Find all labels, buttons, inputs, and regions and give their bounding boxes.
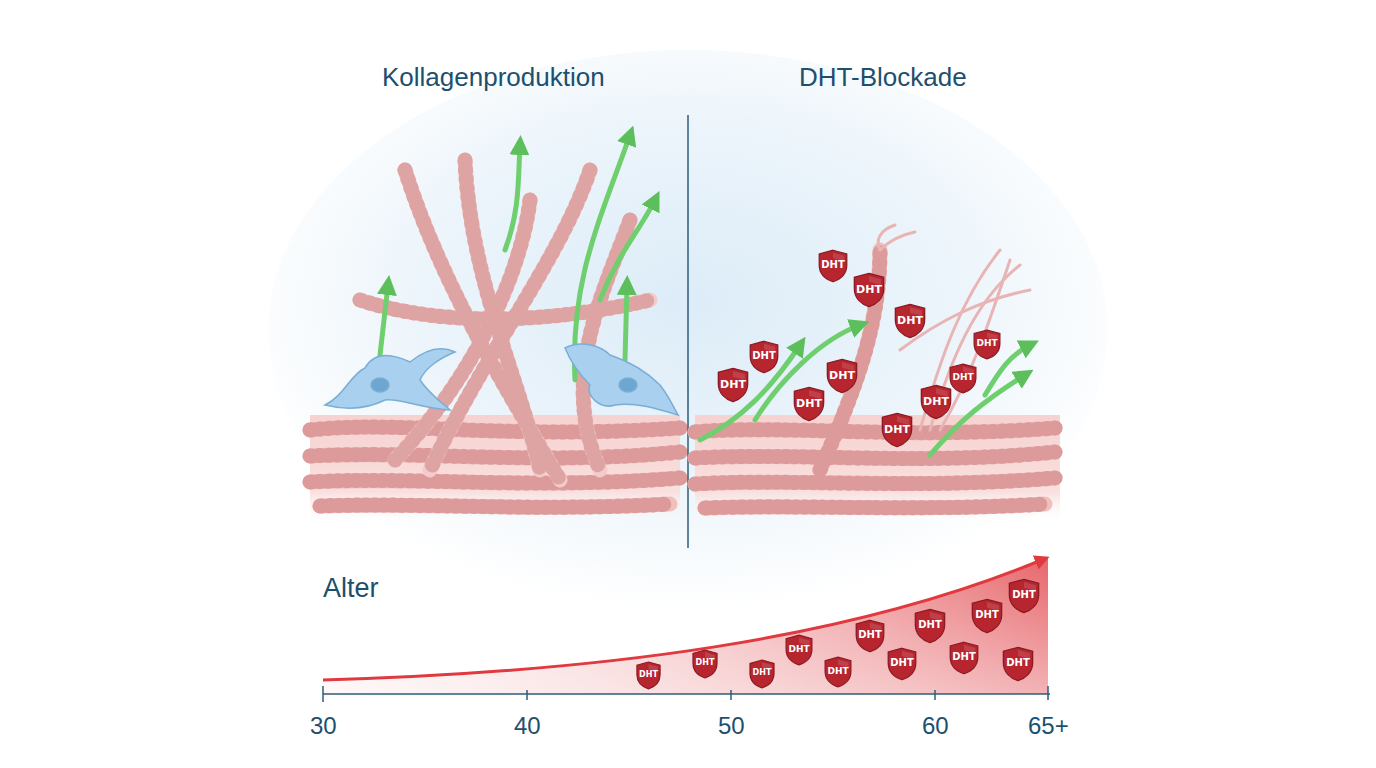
dht-shield: DHT bbox=[970, 598, 1004, 634]
shield-label: DHT bbox=[858, 630, 882, 640]
tick-label: 30 bbox=[310, 713, 337, 739]
dht-shield: DHT bbox=[817, 249, 849, 283]
tick-label: 65+ bbox=[1028, 713, 1069, 739]
shield-label: DHT bbox=[829, 370, 855, 381]
tick-label: 40 bbox=[514, 713, 541, 739]
dht-shield: DHT bbox=[1007, 578, 1041, 614]
dht-shield: DHT bbox=[852, 272, 886, 308]
shield-label: DHT bbox=[918, 620, 942, 630]
shield-label: DHT bbox=[696, 659, 715, 667]
dht-shield: DHT bbox=[691, 649, 719, 679]
dht-shield: DHT bbox=[825, 358, 859, 394]
shield-label: DHT bbox=[952, 652, 976, 662]
shield-label: DHT bbox=[856, 284, 882, 295]
shield-label: DHT bbox=[821, 260, 845, 270]
shield-label: DHT bbox=[796, 398, 822, 409]
panel-heading: Kollagenproduktion bbox=[382, 63, 605, 92]
dht-shield: DHT bbox=[792, 386, 826, 422]
tick-label: 50 bbox=[718, 713, 745, 739]
axis-title: Alter bbox=[323, 574, 379, 604]
dht-shield: DHT bbox=[716, 367, 750, 403]
shield-label: DHT bbox=[975, 610, 999, 620]
shield-label: DHT bbox=[788, 645, 809, 654]
dht-shield: DHT bbox=[854, 619, 886, 653]
shield-label: DHT bbox=[753, 669, 772, 677]
dht-shield: DHT bbox=[886, 647, 918, 681]
dht-shield: DHT bbox=[948, 363, 978, 394]
dht-shield: DHT bbox=[748, 340, 780, 374]
shield-label: DHT bbox=[952, 373, 973, 382]
dht-shield: DHT bbox=[913, 608, 947, 644]
dht-shield: DHT bbox=[893, 303, 927, 339]
dht-shield: DHT bbox=[823, 656, 853, 688]
shield-label: DHT bbox=[639, 671, 658, 679]
dht-shield: DHT bbox=[948, 641, 980, 675]
dht-shield: DHT bbox=[635, 661, 662, 690]
shield-label: DHT bbox=[720, 379, 746, 390]
dht-shield: DHT bbox=[919, 384, 953, 420]
shield-label: DHT bbox=[1012, 590, 1036, 600]
dht-shield: DHT bbox=[880, 412, 914, 448]
dht-shield: DHT bbox=[748, 659, 776, 689]
shield-label: DHT bbox=[752, 351, 776, 361]
shield-label: DHT bbox=[884, 424, 910, 435]
shield-label: DHT bbox=[923, 396, 949, 407]
panel-heading: DHT-Blockade bbox=[799, 63, 967, 92]
dht-shield: DHT bbox=[972, 329, 1002, 360]
shield-label: DHT bbox=[1006, 658, 1030, 668]
dht-shield: DHT bbox=[784, 634, 814, 666]
dht-shield: DHT bbox=[1001, 646, 1035, 682]
shield-label: DHT bbox=[827, 667, 848, 676]
shield-label: DHT bbox=[897, 315, 923, 326]
shield-label: DHT bbox=[890, 658, 914, 668]
tick-label: 60 bbox=[922, 713, 949, 739]
shield-label: DHT bbox=[976, 339, 997, 348]
